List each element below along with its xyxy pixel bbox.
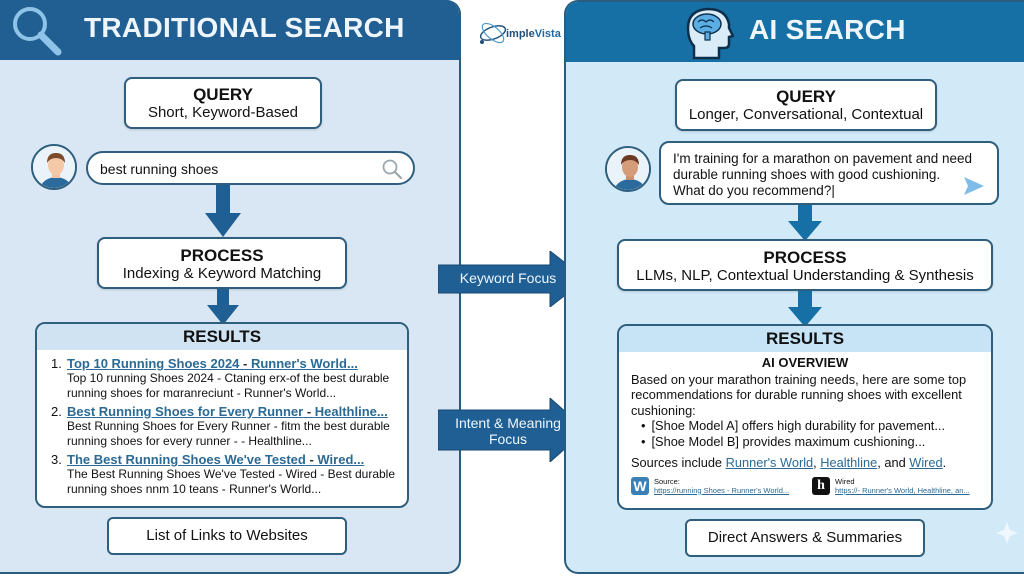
query-box: QUERY Short, Keyword-Based	[124, 77, 322, 129]
ai-results-title: RESULTS	[619, 326, 991, 352]
result-snippet: Top 10 running Shoes 2024 - Ctaning erx-…	[67, 371, 390, 400]
ai-header: AI SEARCH	[566, 2, 1024, 62]
ai-summary: Direct Answers & Summaries	[685, 519, 925, 557]
ai-process-box: PROCESS LLMs, NLP, Contextual Understand…	[617, 239, 993, 291]
ai-bullet: [Shoe Model B] provides maximum cushioni…	[641, 434, 979, 450]
atom-logo-icon	[479, 22, 507, 44]
result-link[interactable]: The Best Running Shoes We've Tested - Wi…	[67, 452, 365, 467]
result-number: 1.	[51, 356, 62, 371]
traditional-header: TRADITIONAL SEARCH	[0, 0, 459, 60]
query-subtitle: Short, Keyword-Based	[147, 104, 299, 121]
chat-input-value[interactable]: I'm training for a marathon on pavement …	[673, 151, 973, 198]
results-title: RESULTS	[37, 324, 407, 350]
source-card[interactable]: h Wired https://- Runner's World, Health…	[812, 476, 985, 495]
result-snippet: Best Running Shoes for Every Runner - fi…	[67, 419, 390, 448]
process-subtitle: Indexing & Keyword Matching	[122, 265, 322, 282]
source-card-url[interactable]: https://- Runner's World, Healthline, an…	[835, 485, 970, 495]
traditional-summary: List of Links to Websites	[107, 517, 347, 555]
ai-bullet: [Shoe Model A] offers high durability fo…	[641, 418, 979, 434]
h-logo-icon: h	[812, 476, 830, 495]
magnifier-icon	[13, 7, 62, 56]
ai-overview-bullets: [Shoe Model A] offers high durability fo…	[641, 418, 979, 449]
intent-focus-label: Intent & Meaning Focus	[455, 415, 561, 447]
ai-query-box: QUERY Longer, Conversational, Contextual	[675, 79, 937, 131]
ai-results-box: RESULTS AI OVERVIEW Based on your marath…	[617, 324, 993, 510]
ai-query-subtitle: Longer, Conversational, Contextual	[688, 106, 924, 123]
ai-overview: AI OVERVIEW Based on your marathon train…	[619, 352, 991, 495]
result-item: 3. The Best Running Shoes We've Tested -…	[51, 452, 407, 496]
results-list: 1. Top 10 Running Shoes 2024 - Runner's …	[37, 350, 407, 496]
source-card-label: Wired	[835, 476, 855, 486]
source-cards: W Source: https://running Shoes - Runner…	[631, 476, 979, 495]
ai-overview-title: AI OVERVIEW	[761, 355, 849, 370]
send-icon[interactable]	[963, 176, 985, 196]
ai-overview-intro: Based on your marathon training needs, h…	[631, 371, 967, 418]
result-item: 1. Top 10 Running Shoes 2024 - Runner's …	[51, 356, 407, 400]
traditional-search-panel: TRADITIONAL SEARCH QUERY Short, Keyword-…	[0, 0, 461, 574]
ai-process-title: PROCESS	[763, 248, 847, 267]
source-link-healthline[interactable]: Healthline	[820, 455, 878, 470]
ai-process-subtitle: LLMs, NLP, Contextual Understanding & Sy…	[636, 267, 974, 284]
result-snippet: The Best Running Shoes We've Tested - Wi…	[67, 467, 396, 496]
search-icon[interactable]	[381, 158, 403, 180]
person-icon	[607, 148, 649, 190]
source-link-runners-world[interactable]: Runner's World	[725, 455, 814, 470]
keyword-focus-label: Keyword Focus	[459, 270, 557, 286]
sources-line: Sources include Runner's World, Healthli…	[631, 455, 947, 470]
implevista-logo: impleVista	[478, 18, 568, 46]
process-box: PROCESS Indexing & Keyword Matching	[97, 237, 347, 289]
wikipedia-logo-icon: W	[631, 476, 649, 495]
query-title: QUERY	[193, 85, 253, 104]
ai-search-panel: AI SEARCH QUERY Longer, Conversational, …	[564, 0, 1024, 574]
arrow-down-icon	[207, 289, 239, 325]
arrow-down-icon	[205, 185, 241, 237]
ai-query-title: QUERY	[776, 87, 836, 106]
source-card-url[interactable]: https://running Shoes - Runner's World..…	[654, 485, 790, 495]
result-link[interactable]: Best Running Shoes for Every Runner - He…	[67, 404, 388, 419]
results-box: RESULTS 1. Top 10 Running Shoes 2024 - R…	[35, 322, 409, 508]
sparkle-icon	[996, 522, 1018, 544]
result-number: 2.	[51, 404, 62, 419]
source-card-label: Source:	[654, 476, 680, 486]
brand-name: impleVista	[506, 28, 561, 40]
arrow-down-icon	[788, 291, 822, 327]
user-avatar	[605, 146, 651, 192]
user-avatar	[31, 144, 77, 190]
search-input[interactable]: best running shoes	[86, 151, 415, 185]
process-title: PROCESS	[180, 246, 264, 265]
chat-input[interactable]: I'm training for a marathon on pavement …	[659, 141, 999, 205]
arrow-down-icon	[788, 205, 822, 241]
source-link-wired[interactable]: Wired	[909, 455, 943, 470]
source-card[interactable]: W Source: https://running Shoes - Runner…	[631, 476, 804, 495]
person-icon	[33, 146, 75, 188]
result-item: 2. Best Running Shoes for Every Runner -…	[51, 404, 407, 448]
ai-title: AI SEARCH	[749, 14, 906, 45]
brain-head-icon	[686, 7, 734, 60]
traditional-title: TRADITIONAL SEARCH	[84, 12, 405, 43]
result-number: 3.	[51, 452, 62, 467]
result-link[interactable]: Top 10 Running Shoes 2024 - Runner's Wor…	[67, 356, 358, 371]
search-input-value[interactable]: best running shoes	[100, 161, 219, 177]
